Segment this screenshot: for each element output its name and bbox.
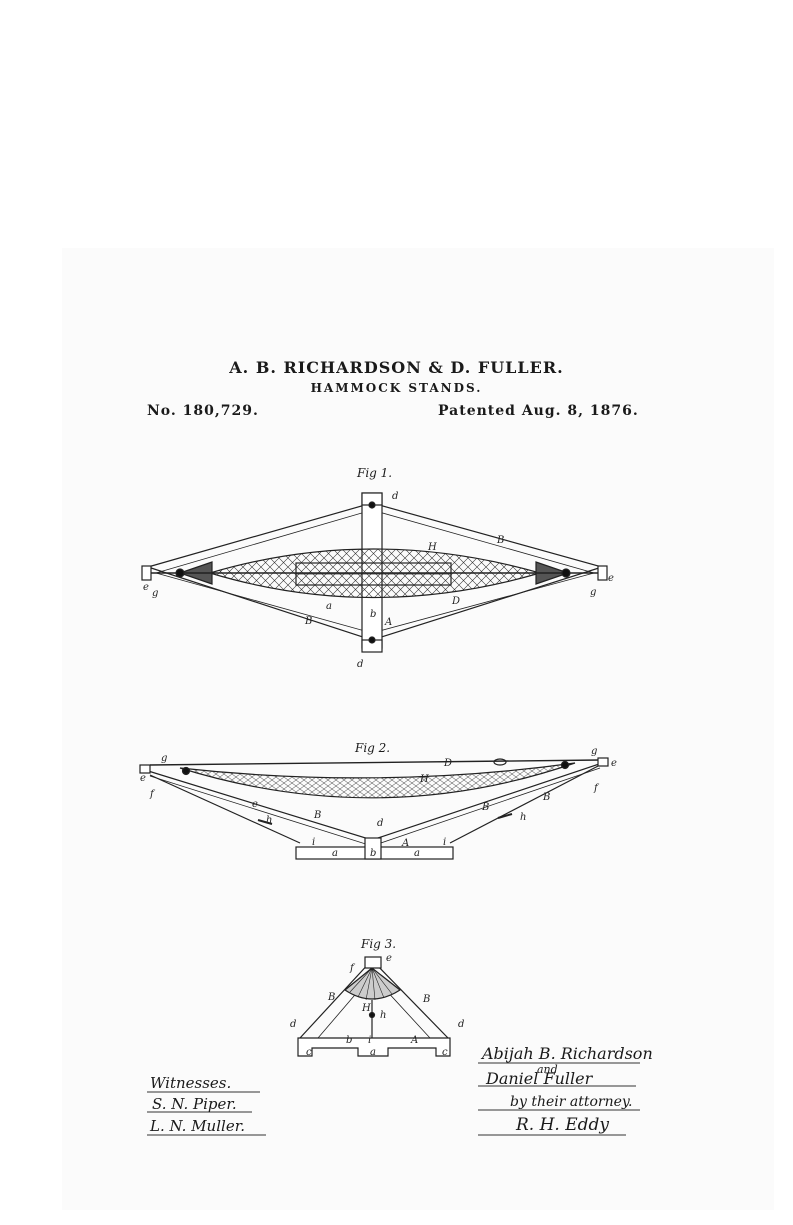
inventor-signature-1: Abijah B. Richardson xyxy=(482,1044,653,1063)
fig3-label: Fig 3. xyxy=(361,937,397,951)
ref-d-fig1-bottom: d xyxy=(357,659,363,670)
ref-d-fig1-top: d xyxy=(392,491,398,502)
ref-B-fig2-right: B xyxy=(542,792,550,803)
witness-signature-2: L. N. Muller. xyxy=(150,1117,245,1135)
ref-i-fig3: i xyxy=(368,1035,371,1046)
ref-A-fig3: A xyxy=(410,1035,418,1046)
ref-f-fig3: f xyxy=(349,963,356,974)
ref-g-fig2-right: g xyxy=(591,746,597,757)
figure-3 xyxy=(297,956,451,1057)
ref-e-fig2-right: e xyxy=(611,758,617,769)
ref-b-fig2: b xyxy=(370,848,376,859)
ref-B-fig2-mid: B xyxy=(481,802,489,813)
patent-date: Patented Aug. 8, 1876. xyxy=(438,403,639,419)
ref-e-fig2-arm: e xyxy=(252,799,258,810)
attorney-line: by their attorney. xyxy=(510,1094,633,1110)
ref-g-fig1-left: g xyxy=(152,588,158,599)
ref-e-fig1-right: e xyxy=(608,573,614,584)
ref-a-fig2-right: a xyxy=(414,848,420,859)
ref-B-fig3-left: B xyxy=(327,992,335,1003)
signature-rules xyxy=(147,1062,640,1136)
ref-B-fig2-left: B xyxy=(313,810,321,821)
ref-H-fig2: H xyxy=(419,774,429,785)
ref-D-fig2: D xyxy=(443,758,452,769)
ref-f-fig2-left: f xyxy=(149,789,156,800)
figure-1 xyxy=(141,492,608,653)
ref-h-fig2-right: h xyxy=(520,812,526,823)
ref-a-fig1: a xyxy=(326,601,332,612)
attorney-signature: R. H. Eddy xyxy=(516,1115,610,1135)
ref-B-fig1-bottom: B xyxy=(304,616,312,627)
ref-c-fig3-right: c xyxy=(442,1047,448,1058)
ref-e-fig3: e xyxy=(386,953,392,964)
ref-A-fig1: A xyxy=(384,617,392,628)
ref-c-fig3-left: c xyxy=(306,1047,312,1058)
ref-h-fig3: h xyxy=(380,1010,386,1021)
ref-f-fig2-right: f xyxy=(593,783,600,794)
ref-B-fig1-top: B xyxy=(496,535,504,546)
inventor-signature-2: Daniel Fuller xyxy=(486,1069,593,1088)
ref-e-fig2-left: e xyxy=(140,773,146,784)
fig1-label: Fig 1. xyxy=(357,466,393,480)
ref-A-fig2: A xyxy=(401,838,409,849)
ref-B-fig3-right: B xyxy=(422,994,430,1005)
ref-i-fig2-right: i xyxy=(443,837,446,848)
ref-d-fig2: d xyxy=(377,818,383,829)
inventors-title: A. B. RICHARDSON & D. FULLER. xyxy=(229,358,564,377)
ref-b-fig1: b xyxy=(370,609,376,620)
witnesses-heading: Witnesses. xyxy=(150,1074,232,1092)
figure-2 xyxy=(139,757,609,860)
subject-title: HAMMOCK STANDS. xyxy=(310,381,483,395)
ref-a-fig2-left: a xyxy=(332,848,338,859)
ref-g-fig1-right: g xyxy=(590,587,596,598)
inventor-conjunction: and xyxy=(537,1063,558,1076)
ref-g-fig2-left: g xyxy=(161,753,167,764)
ref-b-fig3: b xyxy=(346,1035,352,1046)
ref-H-fig3: H xyxy=(361,1003,371,1014)
ref-H-fig1: H xyxy=(427,542,437,553)
ref-D-fig1: D xyxy=(451,596,460,607)
witness-signature-1: S. N. Piper. xyxy=(152,1095,237,1113)
reference-letters: d B H e g e g a D b A B d g D g e e f f … xyxy=(140,491,617,1058)
ref-d-fig3-right: d xyxy=(458,1019,464,1030)
ref-a-fig3: a xyxy=(370,1047,376,1058)
fig2-label: Fig 2. xyxy=(355,741,391,755)
ref-i-fig2-left: i xyxy=(312,837,315,848)
patent-number: No. 180,729. xyxy=(147,403,259,419)
ref-e-fig1-left: e xyxy=(143,582,149,593)
ref-h-fig2-left: h xyxy=(266,815,272,826)
patent-sheet xyxy=(62,248,774,1210)
ref-d-fig3-left: d xyxy=(290,1019,296,1030)
